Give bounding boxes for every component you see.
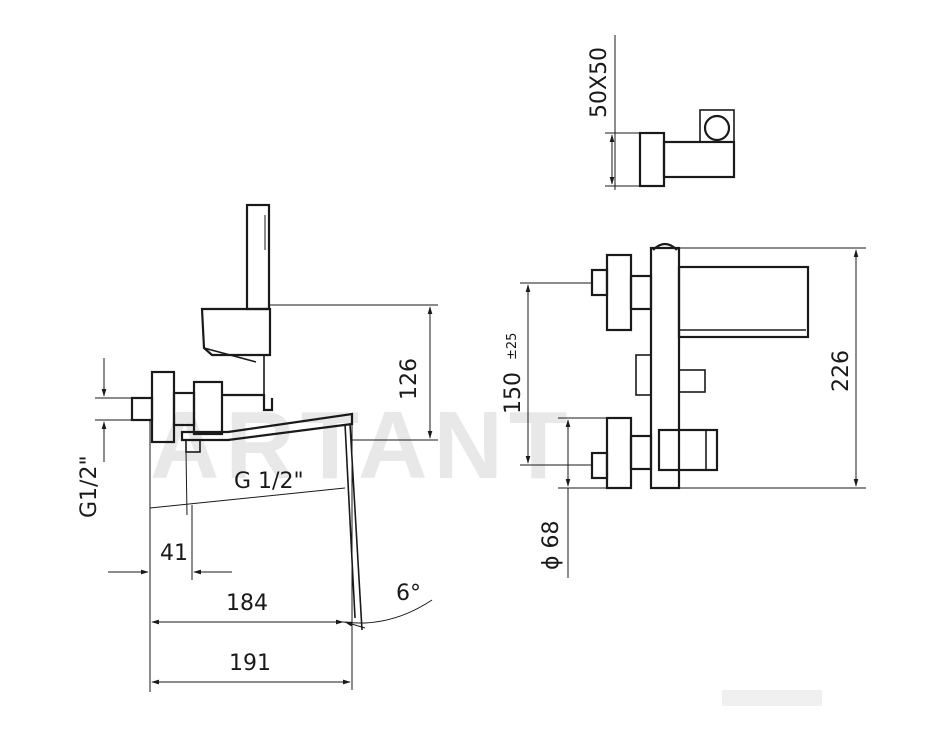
- dim-150-label: 150: [501, 372, 526, 414]
- dim-150-tolerance: ±25: [505, 333, 520, 360]
- holder-arm: [662, 140, 736, 179]
- side-view: 126 G1/2" G 1/2" 41 184 6° 191: [77, 203, 438, 692]
- body-front: [649, 246, 681, 490]
- holder-ring: [703, 114, 731, 142]
- angle-arrow: [344, 621, 366, 629]
- valve-body: [192, 380, 224, 436]
- angle-label: 6°: [396, 581, 421, 606]
- lever-edge: [203, 347, 257, 363]
- diverter: [678, 369, 706, 393]
- lever-block: [200, 307, 272, 357]
- dim-68-label: ϕ 68: [539, 521, 564, 571]
- body-top-notch: [652, 242, 678, 251]
- body-side: [222, 393, 274, 412]
- dim-50x50-label: 50X50: [587, 47, 612, 118]
- spout-front-line: [344, 423, 356, 619]
- lower-nut: [629, 434, 653, 471]
- shower-holder: [245, 203, 271, 311]
- outlet-connector: [185, 439, 201, 453]
- dim-184-label: 184: [226, 591, 268, 616]
- lower-inlet: [590, 451, 609, 480]
- thread-outlet-label: G 1/2": [234, 469, 304, 494]
- lever-front: [657, 428, 719, 472]
- holder-front: [677, 265, 810, 339]
- upper-nut: [629, 274, 653, 311]
- footer-bar: [722, 690, 822, 706]
- dim-191-label: 191: [229, 651, 271, 676]
- upper-inlet: [590, 268, 609, 297]
- dim-226-label: 226: [829, 350, 854, 392]
- middle-block: [635, 354, 652, 396]
- thread-inlet-label: G1/2": [77, 455, 102, 518]
- watermark-text: ARTANT: [150, 392, 573, 499]
- holder-view: 50X50: [587, 35, 736, 190]
- upper-rosette: [605, 253, 633, 332]
- lower-rosette: [605, 416, 633, 490]
- outlet-leader-line: [149, 487, 346, 509]
- holder-ring-frame: [699, 109, 735, 143]
- front-view: 150 ±25 ϕ 68 226: [501, 242, 866, 578]
- dim-41-label: 41: [160, 541, 188, 566]
- dim-126-label: 126: [397, 358, 422, 400]
- holder-plate: [638, 131, 666, 188]
- inlet-pipe: [130, 396, 154, 422]
